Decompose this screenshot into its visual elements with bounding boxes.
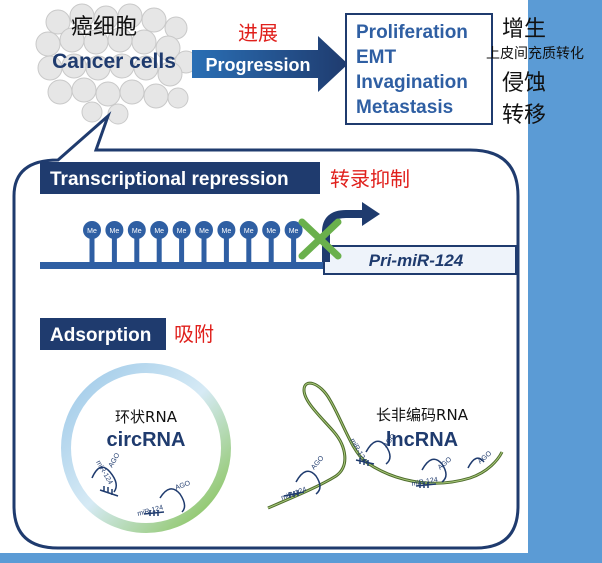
methylation-label: Me xyxy=(177,228,187,235)
methylation-site xyxy=(150,221,169,239)
progression-label-cn: 进展 xyxy=(238,21,278,45)
gene-label: Pri-miR-124 xyxy=(369,251,464,270)
methylation-stem xyxy=(134,238,140,262)
methylation-site xyxy=(83,221,101,239)
cancer-cells-cluster xyxy=(35,3,198,125)
lncrna-strand-highlight xyxy=(267,382,503,509)
repression-x-mark xyxy=(298,218,342,260)
progression-arrow xyxy=(192,36,348,92)
lncrna-ago-complex-4 xyxy=(467,457,485,469)
methylation-site xyxy=(127,221,146,239)
methylation-label: Me xyxy=(244,228,254,235)
methylation-stem xyxy=(179,238,185,262)
methylation-stem xyxy=(89,238,95,262)
outcome-invagination: Invagination xyxy=(356,72,468,93)
cancer-cells-label-cn: 癌细胞 xyxy=(71,15,137,40)
outcome-metastasis: Metastasis xyxy=(356,97,453,118)
methylation-stem xyxy=(156,238,162,262)
circrna-label-cn: 环状RNA xyxy=(115,408,178,426)
lncrna-ago-complex-1 xyxy=(283,470,321,498)
methylation-stem xyxy=(223,238,229,262)
adsorption-header-bar xyxy=(40,318,166,350)
methylation-site xyxy=(172,221,191,239)
methylation-stem xyxy=(291,238,297,262)
circrna-ago-complex-right xyxy=(143,488,186,516)
methylation-label: Me xyxy=(199,228,209,235)
circrna-ago-complex-left xyxy=(91,466,119,497)
outcome-metastasis-cn: 转移 xyxy=(502,103,546,128)
outcomes-box xyxy=(345,13,493,125)
gene-box xyxy=(323,245,517,275)
methylation-site xyxy=(217,221,236,239)
methylation-label: Me xyxy=(222,228,232,235)
cancer-cells-label-en: Cancer cells xyxy=(52,50,176,73)
methylation-stem xyxy=(268,238,274,262)
adsorption-label-cn: 吸附 xyxy=(174,322,214,346)
lnc-mir-label-3: miR-124 xyxy=(411,476,438,488)
lncrna-ago-complex-2 xyxy=(355,440,391,466)
circrna-label-en: circRNA xyxy=(107,429,186,451)
methylation-site xyxy=(239,221,258,239)
methylation-stem xyxy=(201,238,207,262)
methylation-site xyxy=(195,221,213,239)
methylation-stem xyxy=(111,238,117,262)
methylation-label: Me xyxy=(132,228,142,235)
progression-label-en: Progression xyxy=(205,55,310,75)
methylation-label: Me xyxy=(289,228,299,235)
adsorption-header: Adsorption xyxy=(50,325,151,346)
methylation-site xyxy=(284,221,303,239)
outcome-invagination-cn: 侵蚀 xyxy=(502,71,546,96)
transcriptional-header-bar xyxy=(40,162,320,194)
transcriptional-label-cn: 转录抑制 xyxy=(330,167,410,191)
methylation-site xyxy=(262,221,281,239)
outcome-proliferation: Proliferation xyxy=(356,22,468,43)
lncrna-label-cn: 长非编码RNA xyxy=(376,406,469,424)
transcriptional-header: Transcriptional repression xyxy=(50,169,289,190)
methylation-label: Me xyxy=(154,228,164,235)
methylation-label: Me xyxy=(110,228,120,235)
methylation-stem xyxy=(246,238,252,262)
dna-strand xyxy=(40,262,340,269)
lncrna-ago-complex-3 xyxy=(415,458,447,488)
methylation-label: Me xyxy=(266,228,276,235)
promoter-arrowhead xyxy=(362,202,380,226)
methylation-sites: Me Me Me Me Me Me Me Me Me Me xyxy=(83,221,303,262)
methylation-site xyxy=(105,221,124,239)
lncrna-label-en: lncRNA xyxy=(386,429,458,451)
methylation-label: Me xyxy=(87,228,97,235)
circrna-ring xyxy=(61,363,231,533)
outcome-proliferation-cn: 增生 xyxy=(502,17,546,42)
outcome-emt-cn: 上皮间充质转化 xyxy=(486,46,584,62)
outcome-emt: EMT xyxy=(356,47,397,68)
